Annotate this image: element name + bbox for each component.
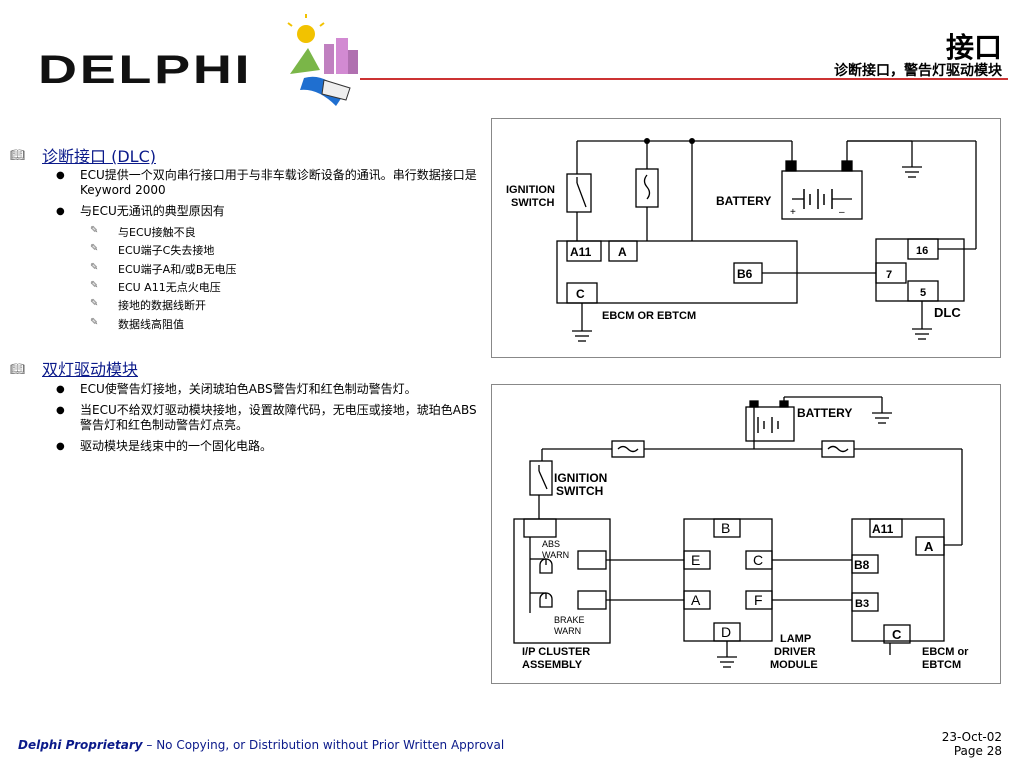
- section-heading-lamp-driver: 双灯驱动模块: [42, 360, 139, 379]
- ecu-pin-b3: B3: [855, 598, 869, 610]
- battery-label: BATTERY: [716, 194, 771, 208]
- bullet-dot: ●: [56, 206, 65, 217]
- subbullet-text: 数据线高阻值: [118, 318, 184, 331]
- lamp-pin-b: B: [721, 520, 730, 536]
- footer-page: Page 28: [953, 744, 1002, 758]
- section-heading-dlc: 诊断接口 (DLC): [42, 147, 156, 166]
- battery-plus: +: [790, 207, 796, 218]
- subbullet-text: ECU端子A和/或B无电压: [118, 263, 237, 276]
- footer-proprietary: Delphi Proprietary: [18, 738, 143, 752]
- subbullet-icon: ✎: [90, 317, 99, 328]
- lamp-driver-wiring-diagram: BATTERY IGNITION SWITCH ABS WARN BRAKE W…: [491, 384, 1001, 684]
- bullet-dot: ●: [56, 384, 65, 395]
- bullet-text: 驱动模块是线束中的一个固化电路。: [80, 439, 273, 453]
- subbullet-text: 接地的数据线断开: [118, 299, 206, 312]
- lamp-pin-a: A: [691, 592, 701, 608]
- bullet-text: ECU使警告灯接地，关闭琥珀色ABS警告灯和红色制动警告灯。: [80, 382, 417, 396]
- footer-date-page: 23-Oct-02 Page 28: [942, 730, 1002, 758]
- brake-warn-label: WARN: [554, 626, 581, 636]
- brake-label: BRAKE: [554, 615, 585, 625]
- abs-label: ABS: [542, 539, 560, 549]
- delphi-logo-graphic-icon: [287, 14, 358, 106]
- subbullet-text: ECU端子C失去接地: [118, 244, 215, 257]
- lamp-pin-c: C: [753, 552, 763, 568]
- header-rule: [360, 78, 1008, 80]
- pin-a11: A11: [570, 245, 592, 259]
- subbullet-text: 与ECU接触不良: [118, 226, 196, 239]
- bullet-dot: ●: [56, 405, 65, 416]
- switch-label: SWITCH: [511, 197, 554, 209]
- subbullet-icon: ✎: [90, 262, 99, 273]
- bullet-text: ECU提供一个双向串行接口用于与非车载诊断设备的通讯。串行数据接口是Keywor…: [80, 168, 477, 197]
- driver-label: DRIVER: [774, 646, 816, 658]
- cluster-label: I/P CLUSTER: [522, 646, 590, 658]
- dlc-label: DLC: [934, 305, 961, 320]
- bullet-text: 与ECU无通讯的典型原因有: [80, 204, 225, 218]
- section-book-icon: 📖︎: [10, 148, 26, 162]
- page-title: 接口: [945, 31, 1002, 64]
- ecu-pin-a: A: [924, 539, 934, 554]
- lamp-label: LAMP: [780, 633, 811, 645]
- footer-date: 23-Oct-02: [941, 730, 1002, 744]
- pin-a: A: [618, 245, 627, 259]
- lamp-pin-d: D: [721, 624, 731, 640]
- pin-b6: B6: [737, 267, 753, 281]
- battery-label: BATTERY: [797, 406, 852, 420]
- dlc-pin-7: 7: [886, 269, 892, 281]
- subbullet-text: ECU A11无点火电压: [118, 281, 221, 294]
- pin-c: C: [576, 287, 585, 301]
- footer-notice: Delphi Proprietary – No Copying, or Dist…: [18, 738, 504, 752]
- ecu-pin-b8: B8: [854, 558, 870, 572]
- subbullet-icon: ✎: [90, 243, 99, 254]
- lamp-pin-f: F: [754, 592, 763, 608]
- bullet-dot: ●: [56, 441, 65, 452]
- delphi-logo: DELPHI: [38, 48, 253, 92]
- ecu-label: EBCM OR EBTCM: [602, 310, 696, 322]
- ecu-pin-c: C: [892, 627, 902, 642]
- subbullet-icon: ✎: [90, 225, 99, 236]
- ignition-label: IGNITION: [506, 184, 555, 196]
- dlc-pin-16: 16: [916, 245, 928, 257]
- dlc-wiring-diagram: IGNITION SWITCH BATTERY + – A11 A B6 C E…: [491, 118, 1001, 358]
- subbullet-icon: ✎: [90, 280, 99, 291]
- bullet-text: 当ECU不给双灯驱动模块接地，设置故障代码，无电压或接地，琥珀色ABS警告灯和红…: [80, 403, 477, 432]
- ecu-pin-a11: A11: [872, 522, 894, 536]
- dlc-pin-5: 5: [920, 287, 926, 299]
- bullet-dot: ●: [56, 170, 65, 181]
- ignition-label: IGNITION: [554, 471, 607, 485]
- battery-minus: –: [839, 207, 845, 218]
- assembly-label: ASSEMBLY: [522, 659, 583, 671]
- footer-text: – No Copying, or Distribution without Pr…: [142, 738, 505, 752]
- subbullet-icon: ✎: [90, 298, 99, 309]
- page-subtitle: 诊断接口，警告灯驱动模块: [834, 63, 1002, 79]
- abs-warn-label: WARN: [542, 550, 569, 560]
- ecu-label-2: EBTCM: [922, 659, 961, 671]
- lamp-pin-e: E: [691, 552, 700, 568]
- module-label: MODULE: [770, 659, 818, 671]
- switch-label: SWITCH: [556, 484, 603, 498]
- section-book-icon: 📖︎: [10, 362, 26, 376]
- ecu-label: EBCM or: [922, 646, 969, 658]
